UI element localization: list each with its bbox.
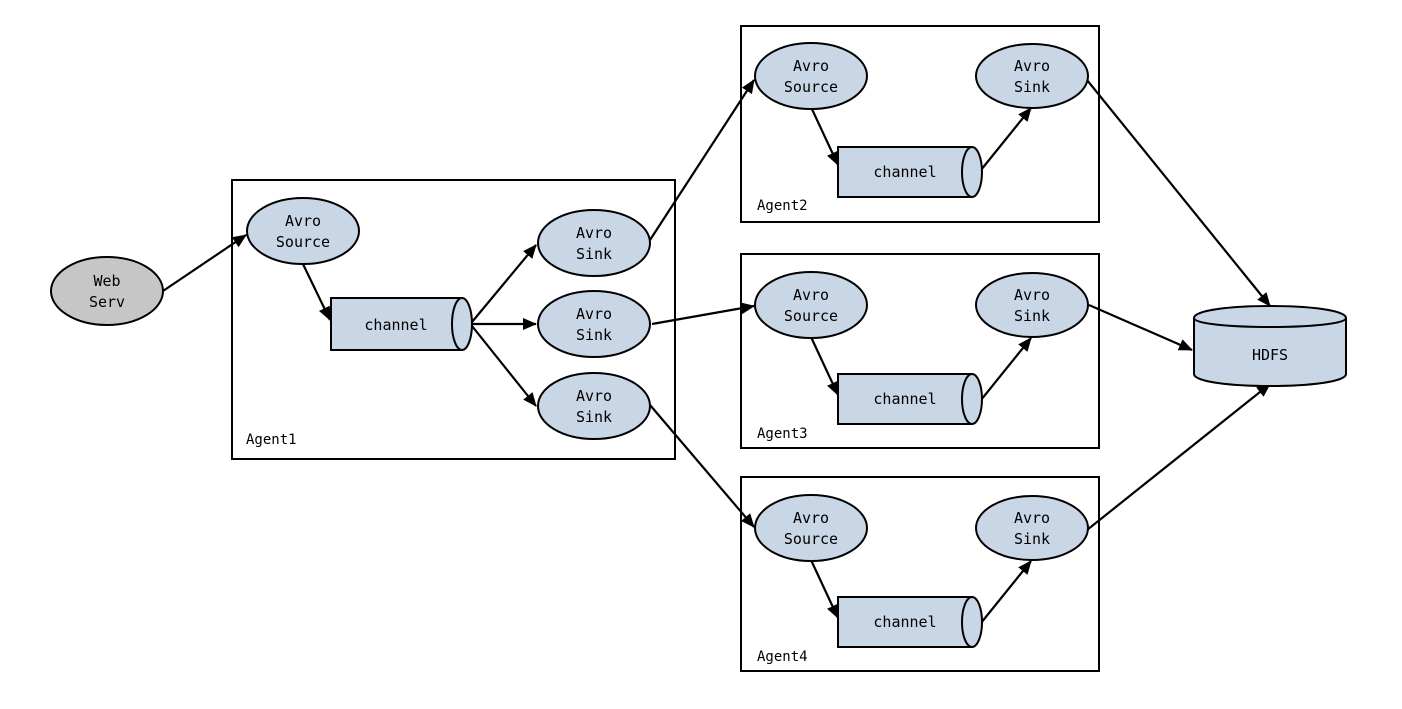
agent3-sink-node: Avro Sink bbox=[975, 272, 1089, 338]
agent3-channel-node: channel bbox=[837, 373, 983, 425]
edge-agent1-sink3-to-agent4-source bbox=[649, 404, 755, 528]
agent2-source-label-line1: Avro bbox=[793, 57, 829, 75]
agent2-channel-node: channel bbox=[837, 146, 983, 198]
agent4-label: Agent4 bbox=[757, 649, 808, 665]
agent4-channel-label: channel bbox=[873, 613, 936, 631]
edge-agent2-source-to-channel bbox=[810, 106, 839, 166]
edge-agent1-channel-to-sink3 bbox=[471, 325, 537, 407]
agent1-sink1-label-line2: Sink bbox=[576, 245, 612, 263]
web-server-label-line2: Serv bbox=[89, 293, 125, 311]
web-server-label-line1: Web bbox=[93, 272, 120, 290]
edge-agent4-channel-to-sink bbox=[980, 560, 1032, 624]
agent2-box bbox=[740, 25, 1100, 223]
agent3-label: Agent3 bbox=[757, 426, 808, 442]
agent1-source-node: Avro Source bbox=[246, 197, 360, 265]
agent3-source-label-line1: Avro bbox=[793, 286, 829, 304]
edge-agent3-sink-to-hdfs bbox=[1088, 303, 1193, 352]
agent3-box bbox=[740, 253, 1100, 449]
agent2-channel-label: channel bbox=[873, 163, 936, 181]
agent4-source-label-line1: Avro bbox=[793, 509, 829, 527]
agent4-source-label-line2: Source bbox=[784, 530, 838, 548]
agent3-channel-label: channel bbox=[873, 390, 936, 408]
edge-agent4-source-to-channel bbox=[810, 559, 839, 619]
edge-agent4-sink-to-hdfs bbox=[1086, 383, 1271, 531]
agent2-source-node: Avro Source bbox=[754, 42, 868, 110]
web-server-node: Web Serv bbox=[50, 256, 164, 326]
agent4-channel-node: channel bbox=[837, 596, 983, 648]
edge-agent1-source-to-channel bbox=[301, 261, 331, 321]
agent4-box bbox=[740, 476, 1100, 672]
agent3-sink-label-line1: Avro bbox=[1014, 286, 1050, 304]
agent4-sink-node: Avro Sink bbox=[975, 495, 1089, 561]
agent3-sink-label-line2: Sink bbox=[1014, 307, 1050, 325]
agent2-sink-label-line1: Avro bbox=[1014, 57, 1050, 75]
agent1-sink2-node: Avro Sink bbox=[537, 290, 651, 358]
edge-agent2-channel-to-sink bbox=[980, 107, 1032, 171]
agent4-sink-label-line2: Sink bbox=[1014, 530, 1050, 548]
agent2-source-label-line2: Source bbox=[784, 78, 838, 96]
hdfs-label: HDFS bbox=[1252, 346, 1288, 364]
agent1-sink3-node: Avro Sink bbox=[537, 372, 651, 440]
agent1-channel-label: channel bbox=[364, 316, 427, 334]
agent1-source-label-line1: Avro bbox=[285, 212, 321, 230]
agent1-sink2-label-line1: Avro bbox=[576, 305, 612, 323]
agent3-source-node: Avro Source bbox=[754, 271, 868, 339]
edge-agent3-channel-to-sink bbox=[980, 337, 1032, 401]
agent1-channel-node: channel bbox=[330, 297, 473, 351]
edge-agent1-channel-to-sink1 bbox=[471, 244, 537, 323]
edge-web-to-agent1-source bbox=[162, 234, 247, 292]
edge-agent3-source-to-channel bbox=[810, 336, 839, 396]
agent2-sink-label-line2: Sink bbox=[1014, 78, 1050, 96]
agent2-sink-node: Avro Sink bbox=[975, 43, 1089, 109]
edge-agent1-sink1-to-agent2-source bbox=[649, 79, 755, 241]
agent1-sink3-label-line2: Sink bbox=[576, 408, 612, 426]
agent1-sink1-label-line1: Avro bbox=[576, 224, 612, 242]
agent1-sink2-label-line2: Sink bbox=[576, 326, 612, 344]
agent1-label: Agent1 bbox=[246, 432, 297, 448]
agent1-sink1-node: Avro Sink bbox=[537, 209, 651, 277]
edge-agent2-sink-to-hdfs bbox=[1086, 79, 1271, 307]
agent1-sink3-label-line1: Avro bbox=[576, 387, 612, 405]
agent4-source-node: Avro Source bbox=[754, 494, 868, 562]
agent3-source-label-line2: Source bbox=[784, 307, 838, 325]
agent4-sink-label-line1: Avro bbox=[1014, 509, 1050, 527]
agent1-source-label-line2: Source bbox=[276, 233, 330, 251]
agent2-label: Agent2 bbox=[757, 198, 808, 214]
edge-agent1-sink2-to-agent3-source bbox=[651, 302, 755, 326]
hdfs-storage-node: HDFS bbox=[1193, 305, 1347, 387]
